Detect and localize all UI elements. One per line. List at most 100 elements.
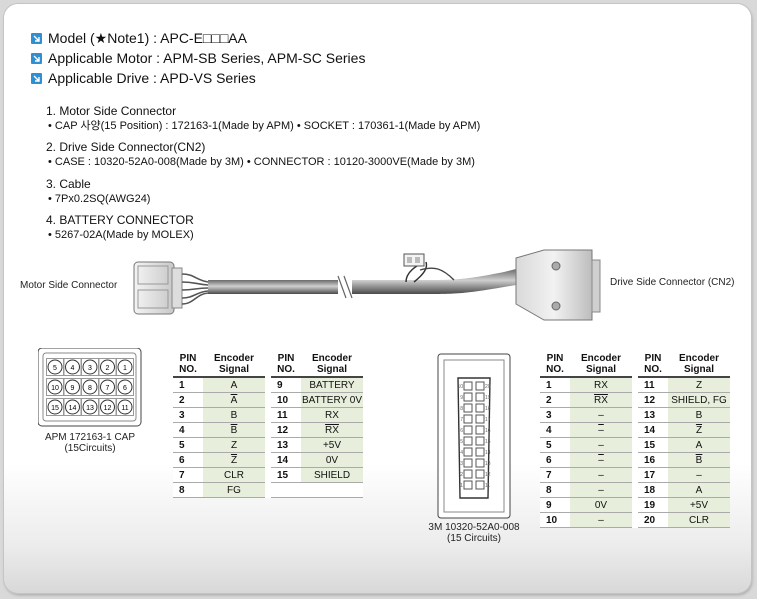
- signal-name-text: +5V: [322, 439, 342, 451]
- column-gap: [632, 452, 638, 468]
- column-gap: [632, 377, 638, 393]
- pin-label: 1: [460, 483, 463, 489]
- pin-number: 4: [540, 422, 570, 438]
- pin-number: 16: [638, 452, 668, 468]
- signal-name-text: A: [695, 439, 703, 451]
- signal-name: –: [570, 407, 632, 423]
- pin-label: 18: [485, 406, 491, 412]
- column-gap: [265, 467, 271, 483]
- spec-title: 3. Cable: [46, 177, 91, 191]
- pin-number-text: 15: [277, 469, 289, 481]
- pin-label: 8: [460, 406, 463, 412]
- arrow-bullet-icon: [31, 33, 42, 44]
- column-gap: [632, 482, 638, 498]
- signal-name-text: –: [598, 439, 604, 451]
- pin-hole: [463, 469, 473, 479]
- spec-panel: Model (★Note1) : APC-E□□□AA Applicable M…: [4, 4, 751, 593]
- signal-name-text: RX: [325, 409, 339, 421]
- signal-name: A: [668, 482, 730, 498]
- pin-hole: [65, 379, 80, 395]
- signal-name: Z: [668, 422, 730, 438]
- pin-number-text: 10: [277, 394, 289, 406]
- signal-header: Encoder Signal: [203, 352, 265, 378]
- drive-connector-circuits: (15 Circuits): [447, 533, 501, 544]
- signal-name-text: A: [230, 379, 238, 391]
- signal-name-text: SHIELD, FG: [671, 394, 727, 406]
- pin-hole: [463, 480, 473, 490]
- pin-number-text: 19: [644, 499, 656, 511]
- signal-name: 0V: [570, 497, 632, 513]
- pin-number: 11: [638, 377, 668, 393]
- signal-name-text: RX: [325, 424, 339, 436]
- pin-label: 13: [86, 405, 94, 412]
- pin-number-text: 15: [644, 439, 656, 451]
- pin-label: 11: [121, 405, 128, 412]
- motor-side-label: Motor Side Connector: [20, 280, 118, 291]
- signal-name-text: RX: [594, 394, 608, 406]
- pin-label: 19: [485, 395, 491, 401]
- signal-name: –: [570, 467, 632, 483]
- pin-number-text: 6: [546, 454, 552, 466]
- pin-label: 8: [88, 385, 92, 392]
- signal-name-text: A: [230, 394, 238, 406]
- pin-number-text: 1: [546, 379, 552, 391]
- pin-hole: [463, 425, 473, 435]
- pin-number: 12: [271, 422, 301, 438]
- column-gap: [632, 497, 638, 513]
- pin-hole: [463, 447, 473, 457]
- pin-number: 13: [638, 407, 668, 423]
- pin-cell: [116, 358, 134, 376]
- signal-name-text: +5V: [689, 499, 709, 511]
- pin-number: 5: [173, 437, 203, 453]
- drive-label: Applicable Drive : APD-VS Series: [48, 70, 256, 86]
- pin-label: 3: [460, 461, 463, 467]
- pin-number: 7: [540, 467, 570, 483]
- signal-header: Encoder Signal: [301, 352, 363, 378]
- spec-drive-connector: 2. Drive Side Connector(CN2) • CASE : 10…: [46, 140, 475, 170]
- signal-name: RX: [570, 377, 632, 393]
- pin-number-text: 7: [179, 469, 185, 481]
- signal-name: RX: [301, 407, 363, 423]
- pin-number-text: 13: [644, 409, 656, 421]
- pin-hole: [475, 436, 485, 446]
- pin-number-text: 8: [179, 484, 185, 496]
- signal-name: CLR: [668, 512, 730, 528]
- signal-name: –: [668, 467, 730, 483]
- pin-number: 10: [540, 512, 570, 528]
- pin-number: 14: [271, 452, 301, 468]
- pin-number-text: 9: [277, 379, 283, 391]
- pin-label: 6: [123, 385, 127, 392]
- pin-number: 2: [173, 392, 203, 408]
- pin-number-text: 14: [644, 424, 656, 436]
- pin-number: 15: [271, 467, 301, 483]
- column-gap: [265, 437, 271, 453]
- spec-motor-connector: 1. Motor Side Connector • CAP 사양(15 Posi…: [46, 104, 480, 134]
- pin-number-text: 13: [277, 439, 289, 451]
- pin-label: 3: [88, 365, 92, 372]
- signal-name-text: CLR: [688, 514, 709, 526]
- column-gap: [632, 467, 638, 483]
- pin-number-text: 2: [546, 394, 552, 406]
- signal-name: FG: [203, 482, 265, 498]
- pin-number-text: 4: [546, 424, 552, 436]
- pin-number-text: 12: [644, 394, 656, 406]
- pin-number: 7: [173, 467, 203, 483]
- signal-name: A: [203, 392, 265, 408]
- pin-number-text: 20: [644, 514, 656, 526]
- table-row: 8 FG: [173, 482, 363, 498]
- pin-cell: [116, 378, 134, 396]
- spec-title: 2. Drive Side Connector(CN2): [46, 140, 206, 154]
- motor-wires: [181, 273, 209, 305]
- pin-number: 9: [271, 377, 301, 393]
- pin-label: 17: [485, 417, 491, 423]
- pin-hole: [65, 359, 80, 375]
- table-row: 7–17–: [540, 467, 730, 483]
- column-gap: [265, 377, 271, 393]
- pin-number: 12: [638, 392, 668, 408]
- signal-name-text: –: [598, 484, 604, 496]
- column-gap: [632, 407, 638, 423]
- pin-number-text: 8: [546, 484, 552, 496]
- pin-number: 3: [173, 407, 203, 423]
- cable-break-mark: [337, 275, 353, 299]
- signal-header: Encoder Signal: [668, 352, 730, 378]
